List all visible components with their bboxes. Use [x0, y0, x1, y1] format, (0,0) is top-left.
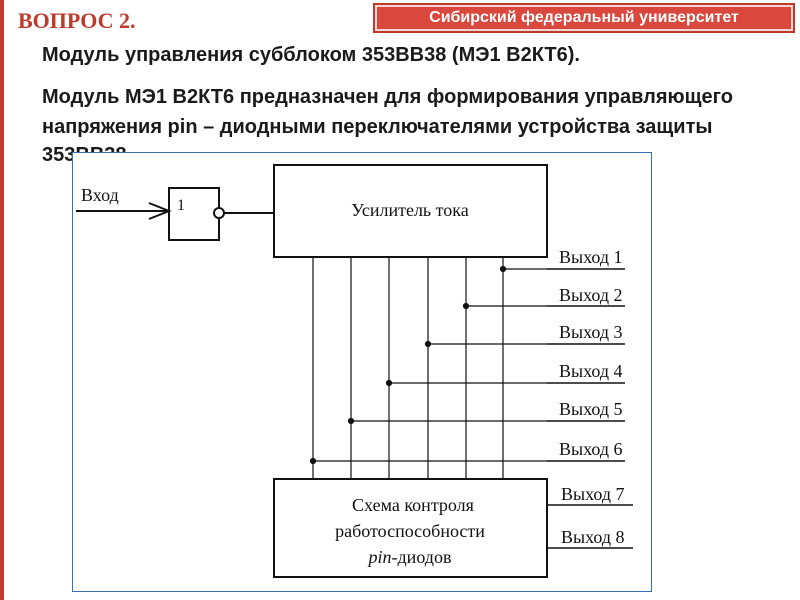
question-title: ВОПРОС 2. [18, 8, 136, 33]
description-line-2: напряжения pin – диодными переключателям… [42, 116, 713, 138]
output-label-4: Выход 4 [559, 361, 623, 381]
output-label-1: Выход 1 [559, 247, 623, 267]
control-block [273, 478, 548, 578]
block-diagram-svg: Вход 1 Усилитель тока Схема контроля раб… [76, 164, 633, 578]
output-label-3: Выход 3 [559, 322, 623, 342]
control-label-line1: Схема контроля [352, 495, 474, 515]
accent-bar [0, 0, 4, 600]
control-label-line2: работоспособности [335, 521, 485, 541]
inverter-gate [168, 187, 220, 241]
junction-dot-6 [499, 265, 507, 273]
block-diagram: Вход 1 Усилитель тока Схема контроля раб… [72, 152, 652, 592]
description-line-1: Модуль МЭ1 В2КТ6 предназначен для формир… [42, 86, 733, 108]
junction-dot-3 [385, 379, 393, 387]
university-name: Сибирский федеральный университет [429, 9, 739, 26]
connection-lines [309, 257, 547, 479]
output-label-7: Выход 7 [561, 484, 625, 504]
output-label-6: Выход 6 [559, 439, 623, 459]
junction-dot-5 [462, 302, 470, 310]
output-label-5: Выход 5 [559, 399, 623, 419]
university-badge: Сибирский федеральный университет [373, 3, 795, 33]
gate-label: 1 [177, 197, 185, 214]
junction-dot-4 [424, 340, 432, 348]
junction-dot-1 [309, 457, 317, 465]
inverter-bubble-icon [213, 207, 225, 219]
control-label-suffix: -диодов [392, 547, 452, 567]
control-label-pin: pin [367, 547, 392, 567]
output-label-8: Выход 8 [561, 527, 625, 547]
amplifier-label: Усилитель тока [351, 200, 468, 220]
output-label-2: Выход 2 [559, 285, 623, 305]
amplifier-block [273, 164, 548, 258]
junction-dot-2 [347, 417, 355, 425]
module-title: Модуль управления субблоком 353ВВ38 (МЭ1… [42, 44, 580, 66]
input-label: Вход [81, 185, 119, 205]
control-label-line3: pin-диодов [367, 547, 452, 567]
